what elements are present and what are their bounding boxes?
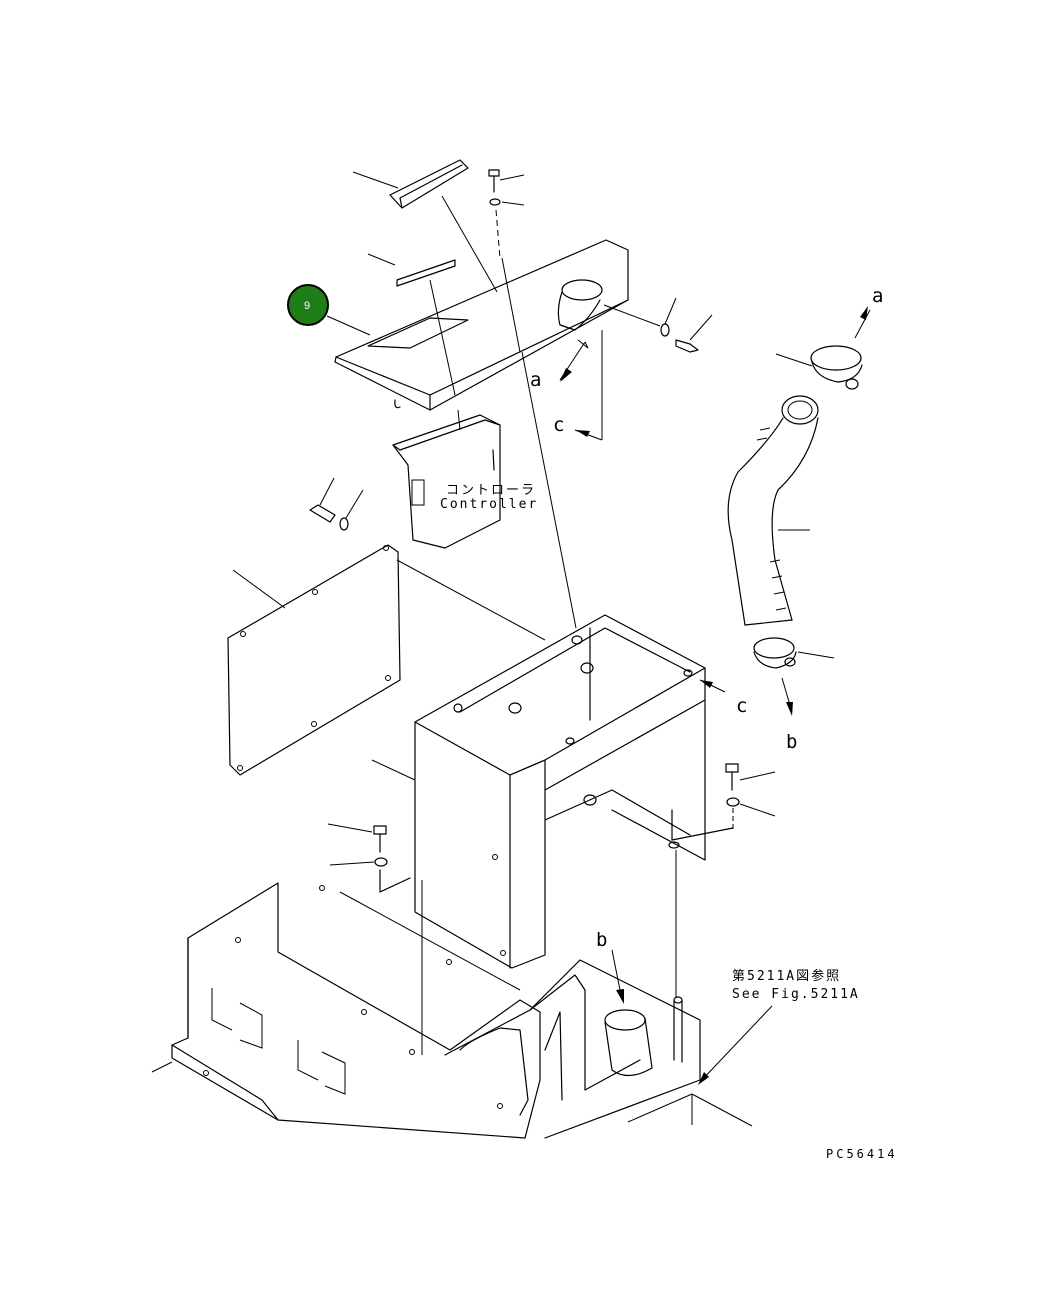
top-right-bolt [660,297,713,353]
frame-arrow-c: c [699,679,747,717]
reference-label-en: See Fig.5211A [732,987,860,1002]
label-a-mid: a [530,369,541,391]
port-arrows: a c [530,330,603,441]
top-angle-bracket [352,159,469,209]
label-a-top: a [872,285,883,307]
controller-label-en: Controller [440,497,538,512]
controller-top-panel [334,195,661,411]
controller-box: コントローラ Controller [392,409,538,549]
cover-plate [227,544,546,776]
label-c-mid: c [553,414,564,436]
label-c-right: c [736,695,747,717]
callout-9-text: 9 [304,300,310,312]
label-b-bottom: b [596,929,607,951]
callout-9[interactable]: 9 [287,284,371,336]
main-frame [371,351,706,969]
reference-label-jp: 第5211A図参照 [732,968,841,984]
label-b-right: b [786,731,797,753]
callout-9-circle [287,284,329,326]
reference-note: 第5211A図参照 See Fig.5211A [698,968,860,1085]
drawing-code: PC56414 [826,1147,898,1161]
lower-left-bolt-washer [327,823,423,1055]
base-frame: b [151,882,753,1139]
right-bolt-washer [668,763,776,998]
top-screw [488,169,525,259]
hose-assembly: a b [727,285,883,753]
left-bolt-washer [309,477,364,531]
controller-label-jp: コントローラ [446,483,536,498]
